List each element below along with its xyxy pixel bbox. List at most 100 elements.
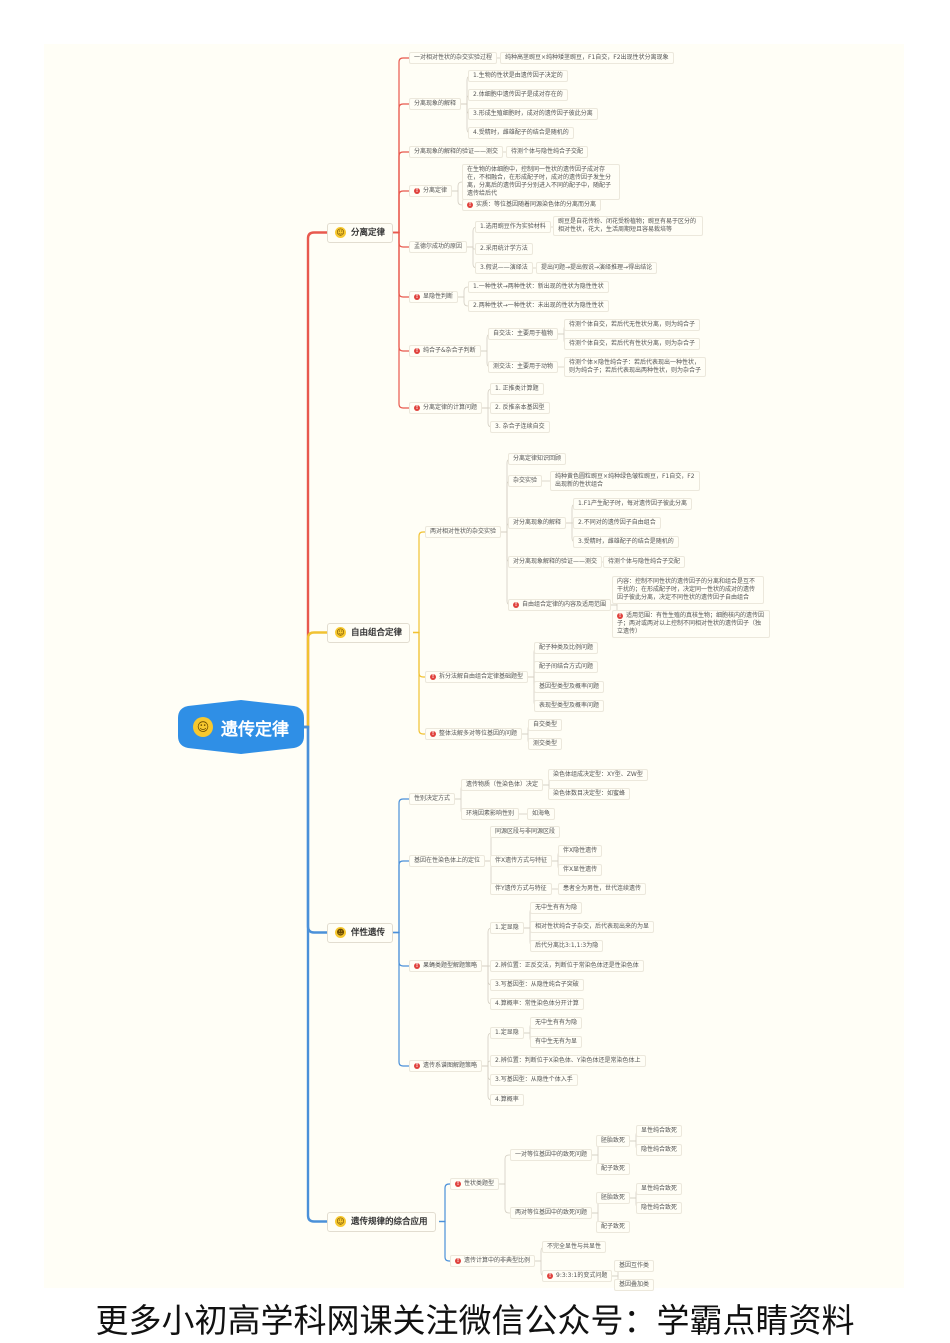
topic-node[interactable]: 性别决定方式 [409,793,456,805]
topic-node[interactable]: 隐性纯合致死 [636,1144,683,1156]
topic-node[interactable]: 1.选用豌豆作为实验材料 [475,221,551,233]
topic-node[interactable]: 孟德尔成功的原因 [409,241,468,253]
topic-node[interactable]: 同源区段与非同源区段 [490,826,561,838]
topic-node[interactable]: 如海龟 [527,808,556,820]
topic-node[interactable]: 1.生物的性状是由遗传因子决定的 [468,70,568,82]
topic-node[interactable]: 后代分离比3:1,1:3为隐 [530,940,604,952]
topic-node[interactable]: 伴X隐性遗传 [558,845,603,857]
topic-node[interactable]: 待测个体×隐性纯合子：若后代表现出一种性状，则为纯合子；若后代表现出两种性状，则… [564,357,706,377]
topic-node[interactable]: !实质：等位基因随着同源染色体的分离而分离 [462,199,602,211]
topic-node[interactable]: 2. 反推亲本基因型 [490,402,550,414]
topic-node[interactable]: 基因型类型及概率问题 [534,681,605,693]
topic-node[interactable]: 豌豆是自花传粉、闭花受粉植物；豌豆有易于区分的相对性状，花大，生活周期短且容易栽… [553,216,703,236]
topic-node[interactable]: 提出问题→提出假说→演绎推理→得出结论 [536,262,658,274]
topic-node[interactable]: 配子致死 [596,1221,631,1233]
topic-node[interactable]: 染色体组成决定型：XY型、ZW型 [548,769,648,781]
topic-node[interactable]: 2.采用统计学方法 [475,243,533,255]
topic-node[interactable]: 2.辨位置：正反交法，判断位于常染色体还是性染色体 [490,960,644,972]
topic-node[interactable]: 3. 杂合子连续自交 [490,421,550,433]
topic-node[interactable]: !性状类题型 [450,1178,500,1190]
branch-4[interactable]: ☺遗传规律的综合应用 [327,1212,436,1232]
topic-node[interactable]: 对分离现象解释的验证——测交 [508,556,603,568]
topic-node[interactable]: 配子种类及比例问题 [534,642,599,654]
topic-node[interactable]: 环境因素影响性别 [461,808,520,820]
topic-node[interactable]: 3.受精时，雌雄配子的结合是随机的 [573,536,679,548]
topic-node[interactable]: 2.体细胞中遗传因子是成对存在的 [468,89,568,101]
topic-node[interactable]: 患者全为男性，世代连续遗传 [558,883,647,895]
topic-node[interactable]: 显性纯合致死 [636,1183,683,1195]
topic-node[interactable]: !纯合子&杂合子判断 [409,345,481,357]
topic-node[interactable]: 分离定律知识回顾 [508,453,567,465]
topic-node[interactable]: 纯种黄色圆粒豌豆×纯种绿色皱粒豌豆，F1自交，F2出现新的性状组合 [550,471,700,491]
topic-node[interactable]: 2.不同对的遗传因子自由组合 [573,517,661,529]
topic-node[interactable]: !显隐性判断 [409,291,459,303]
topic-node[interactable]: !分离定律 [409,185,453,197]
topic-node[interactable]: 染色体数目决定型：如蜜蜂 [548,788,631,800]
topic-node[interactable]: 显性纯合致死 [636,1125,683,1137]
topic-node[interactable]: 在生物的体细胞中，控制同一性状的遗传因子成对存在，不相融合，在形成配子时，成对的… [462,164,620,200]
topic-node[interactable]: 表现型类型及概率问题 [534,700,605,712]
topic-node[interactable]: 1.一种性状→两种性状：新出现的性状为隐性性状 [468,281,609,293]
branch-1[interactable]: ☺分离定律 [327,223,394,243]
topic-node[interactable]: 3.写基因型：从隐性纯合子突破 [490,979,584,991]
topic-node[interactable]: 伴X显性遗传 [558,864,603,876]
topic-node[interactable]: 胚胎致死 [596,1135,631,1147]
topic-node[interactable]: 不完全显性与共显性 [542,1241,607,1253]
topic-node[interactable]: 4.算概率：常性染色体分开计算 [490,998,584,1010]
topic-node[interactable]: 胚胎致死 [596,1192,631,1204]
topic-node[interactable]: 基因叠加类 [614,1279,655,1291]
topic-node[interactable]: 1.定显隐 [490,1027,524,1039]
topic-node[interactable]: 测交类型 [528,738,563,750]
topic-node[interactable]: 1. 正推类计算题 [490,383,544,395]
topic-node[interactable]: 3.假说——演绎法 [475,262,533,274]
root-node[interactable]: ☺ 遗传定律 [178,700,304,754]
topic-node[interactable]: !遗传系谱图解题策略 [409,1060,483,1072]
topic-node[interactable]: 配子致死 [596,1163,631,1175]
topic-node[interactable]: !整体法解多对等位基因的问题 [425,728,523,740]
topic-node[interactable]: 待测个体与隐性纯合子交配 [603,556,686,568]
topic-node[interactable]: 遗传物质（性染色体）决定 [461,779,544,791]
topic-node[interactable]: !遗传计算中的非典型比例 [450,1255,536,1267]
topic-node[interactable]: 无中生有有为隐 [530,1017,583,1029]
topic-node[interactable]: 配子间结合方式问题 [534,661,599,673]
topic-node[interactable]: 1.定显隐 [490,922,524,934]
topic-node[interactable]: 待测个体自交，若后代有性状分离，则为杂合子 [564,338,701,350]
topic-node[interactable]: 两对等位基因中的致死问题 [510,1207,593,1219]
topic-node[interactable]: 分离现象的解释 [409,98,462,110]
topic-node[interactable]: 3.写基因型：从隐性个体入手 [490,1074,578,1086]
topic-node[interactable]: !适用范围：有性生殖的真核生物；细胞核内的遗传因子；两对或两对以上控制不同相对性… [612,610,770,638]
topic-node[interactable]: 相对性状纯合子杂交，后代表现出来的为显 [530,921,655,933]
topic-node[interactable]: 对分离现象的解释 [508,517,567,529]
topic-node[interactable]: 测交法：主要用于动物 [488,361,559,373]
topic-node[interactable]: 3.形成生殖细胞时，成对的遗传因子彼此分离 [468,108,598,120]
topic-node[interactable]: 4.受精时，雌雄配子的结合是随机的 [468,127,574,139]
topic-node[interactable]: !果蝇类题型解题策略 [409,960,483,972]
topic-node[interactable]: 待测个体自交，若后代无性状分离，则为纯合子 [564,319,701,331]
branch-3[interactable]: ☻伴性遗传 [327,923,394,943]
branch-2[interactable]: ☺自由组合定律 [327,623,411,643]
topic-node[interactable]: 纯种高茎豌豆×纯种矮茎豌豆，F1自交，F2出现性状分离现象 [500,52,674,64]
topic-node[interactable]: 伴X遗传方式与特征 [490,855,553,867]
topic-node[interactable]: 4.算概率 [490,1094,524,1106]
topic-node[interactable]: 伴Y遗传方式与特征 [490,883,552,895]
topic-node[interactable]: 基因互作类 [614,1260,655,1272]
topic-node[interactable]: 一对相对性状的杂交实验过程 [409,52,498,64]
topic-node[interactable]: 1.F1产生配子时，每对遗传因子彼此分离 [573,498,692,510]
topic-node[interactable]: 自交类型 [528,719,563,731]
topic-node[interactable]: !9:3:3:1的变式问题 [542,1270,613,1282]
topic-node[interactable]: 隐性纯合致死 [636,1202,683,1214]
topic-node[interactable]: 2.两种性状→一种性状：未出现的性状为隐性性状 [468,300,609,312]
topic-node[interactable]: 有中生无有为显 [530,1036,583,1048]
topic-node[interactable]: 自交法：主要用于植物 [488,328,559,340]
topic-node[interactable]: 杂交实验 [508,475,543,487]
topic-node[interactable]: 待测个体与隐性纯合子交配 [506,146,589,158]
topic-node[interactable]: !自由组合定律的内容及适用范围 [508,599,612,611]
topic-node[interactable]: 内容：控制不同性状的遗传因子的分离和组合是互不干扰的；在形成配子时，决定同一性状… [612,576,764,604]
topic-node[interactable]: 两对相对性状的杂交实验 [425,526,502,538]
topic-node[interactable]: !拆分法解自由组合定律基础题型 [425,671,529,683]
topic-node[interactable]: 一对等位基因中的致死问题 [510,1149,593,1161]
topic-node[interactable]: 分离现象的解释的验证——测交 [409,146,504,158]
topic-node[interactable]: !分离定律的计算问题 [409,402,483,414]
topic-node[interactable]: 无中生有有为隐 [530,902,583,914]
topic-node[interactable]: 2.辨位置：判断位于X染色体、Y染色体还是常染色体上 [490,1055,646,1067]
